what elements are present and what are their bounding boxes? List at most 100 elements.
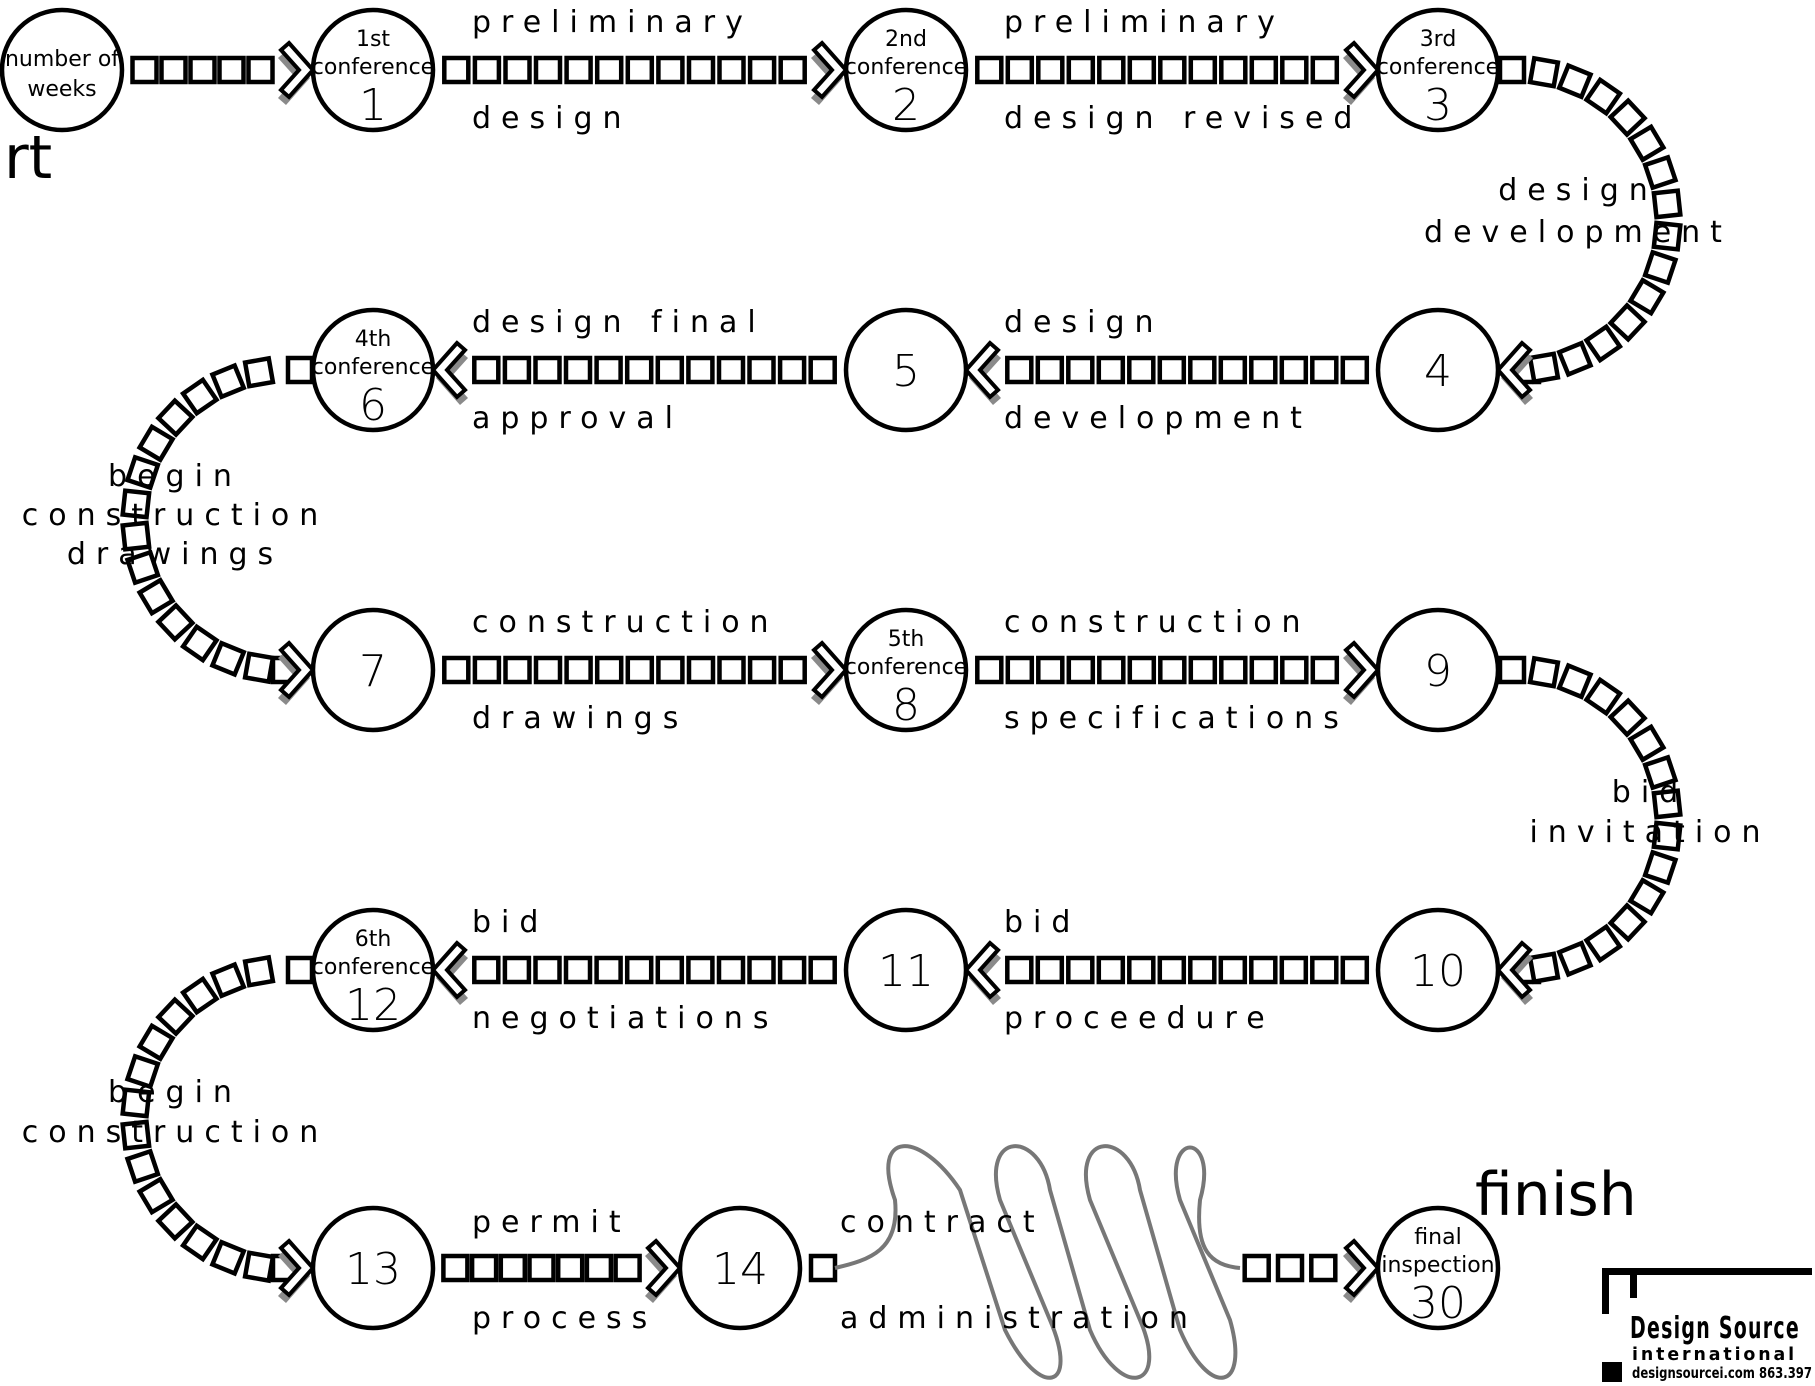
node-layer: number ofweeks1stconference12ndconferenc… bbox=[0, 7, 1501, 1331]
chain-link bbox=[472, 955, 501, 985]
node-number: 13 bbox=[345, 1244, 401, 1295]
chain-link bbox=[188, 55, 217, 85]
node-caption: conference bbox=[845, 655, 967, 680]
node-caption: 3rd bbox=[1420, 27, 1457, 52]
chain-link bbox=[655, 355, 685, 385]
node-caption: number of bbox=[5, 47, 120, 72]
chain-link bbox=[625, 655, 655, 685]
node-number: 14 bbox=[712, 1244, 768, 1295]
phase-label-line: preliminary bbox=[1004, 5, 1285, 40]
chain-link bbox=[1583, 676, 1624, 717]
chain-link bbox=[1249, 55, 1279, 85]
arrow-icon bbox=[963, 940, 1001, 1000]
chain-link bbox=[716, 355, 746, 385]
phase-label-line: begin bbox=[108, 1075, 242, 1110]
chain-link bbox=[1642, 849, 1679, 886]
chain-link bbox=[155, 996, 196, 1037]
phase-label-line: approval bbox=[472, 401, 683, 436]
logo-url: designsourcei.com 863.397 bbox=[1632, 1364, 1812, 1382]
chain-link bbox=[747, 355, 776, 385]
chain-link bbox=[594, 955, 623, 985]
chain-link bbox=[472, 355, 501, 385]
chain-link bbox=[1096, 955, 1126, 985]
chain-link bbox=[1556, 940, 1594, 978]
chain-link bbox=[594, 355, 623, 385]
chain-link bbox=[1097, 55, 1126, 85]
node-circle bbox=[310, 607, 436, 733]
chain-link bbox=[564, 655, 593, 685]
chain-link bbox=[1249, 355, 1278, 385]
chain-link bbox=[624, 355, 654, 385]
chain-link bbox=[1310, 955, 1339, 985]
chain-link bbox=[246, 55, 275, 85]
chain-link bbox=[209, 362, 247, 400]
chain-link bbox=[1642, 154, 1679, 191]
node-caption: conference bbox=[845, 55, 967, 80]
contract-loop bbox=[834, 1144, 1241, 1380]
node-n9: 9 bbox=[1375, 607, 1501, 733]
chain-link bbox=[1583, 323, 1624, 364]
phase-label-line: development bbox=[1424, 215, 1732, 250]
chain-link bbox=[1583, 923, 1624, 964]
node-n14: 14 bbox=[677, 1205, 803, 1331]
chain-link bbox=[555, 1253, 585, 1283]
chain-link bbox=[1157, 355, 1187, 385]
chain-link bbox=[1340, 955, 1370, 985]
node-number: 7 bbox=[359, 646, 387, 697]
chain-link bbox=[625, 55, 655, 85]
chain-link bbox=[1188, 55, 1218, 85]
node-caption: conference bbox=[312, 955, 434, 980]
chain-link bbox=[594, 55, 624, 85]
chain-link bbox=[1218, 955, 1248, 985]
chain-link bbox=[808, 1253, 838, 1283]
chain-link bbox=[136, 1022, 176, 1062]
chain-link bbox=[613, 1253, 642, 1283]
chain-link bbox=[1158, 655, 1187, 685]
arrow-layer bbox=[278, 40, 1533, 1303]
arrow-icon bbox=[1343, 640, 1381, 700]
node-circle bbox=[0, 7, 125, 133]
chain-link bbox=[503, 55, 532, 85]
chain-link bbox=[1035, 955, 1065, 985]
chain-link bbox=[120, 1087, 152, 1119]
chain-link bbox=[1651, 188, 1683, 220]
chain-link bbox=[124, 454, 161, 491]
chain-link bbox=[498, 1253, 528, 1283]
chain-link bbox=[1127, 355, 1156, 385]
phase-label-line: bid bbox=[472, 905, 548, 940]
chain-link bbox=[1651, 220, 1683, 252]
chain-link bbox=[1219, 655, 1248, 685]
node-caption: 4th bbox=[355, 327, 392, 352]
phase-label-line: construction bbox=[22, 1115, 329, 1150]
arrow-icon bbox=[430, 940, 468, 1000]
chain-link bbox=[159, 55, 188, 85]
chain-link bbox=[1607, 902, 1648, 943]
chain-link bbox=[179, 1222, 220, 1263]
chain-link bbox=[120, 520, 152, 552]
chain-link bbox=[1097, 655, 1126, 685]
node-number: 3 bbox=[1424, 80, 1452, 131]
chain-link bbox=[1527, 655, 1561, 689]
chain-link bbox=[686, 655, 716, 685]
phase-label-line: proceedure bbox=[1004, 1001, 1275, 1036]
chain-link bbox=[594, 655, 624, 685]
phase-label-line: drawings bbox=[67, 537, 283, 572]
arrow-icon bbox=[645, 1238, 683, 1298]
chain-link bbox=[584, 1253, 614, 1283]
chain-link bbox=[624, 955, 654, 985]
node-number: 8 bbox=[892, 680, 920, 731]
node-circle bbox=[1375, 1205, 1501, 1331]
node-circle bbox=[677, 1205, 803, 1331]
phase-label-line: contract bbox=[840, 1205, 1045, 1240]
chain-link bbox=[717, 55, 746, 85]
chain-link bbox=[1242, 1253, 1271, 1283]
chain-link bbox=[155, 397, 196, 438]
chain-link bbox=[1005, 655, 1035, 685]
